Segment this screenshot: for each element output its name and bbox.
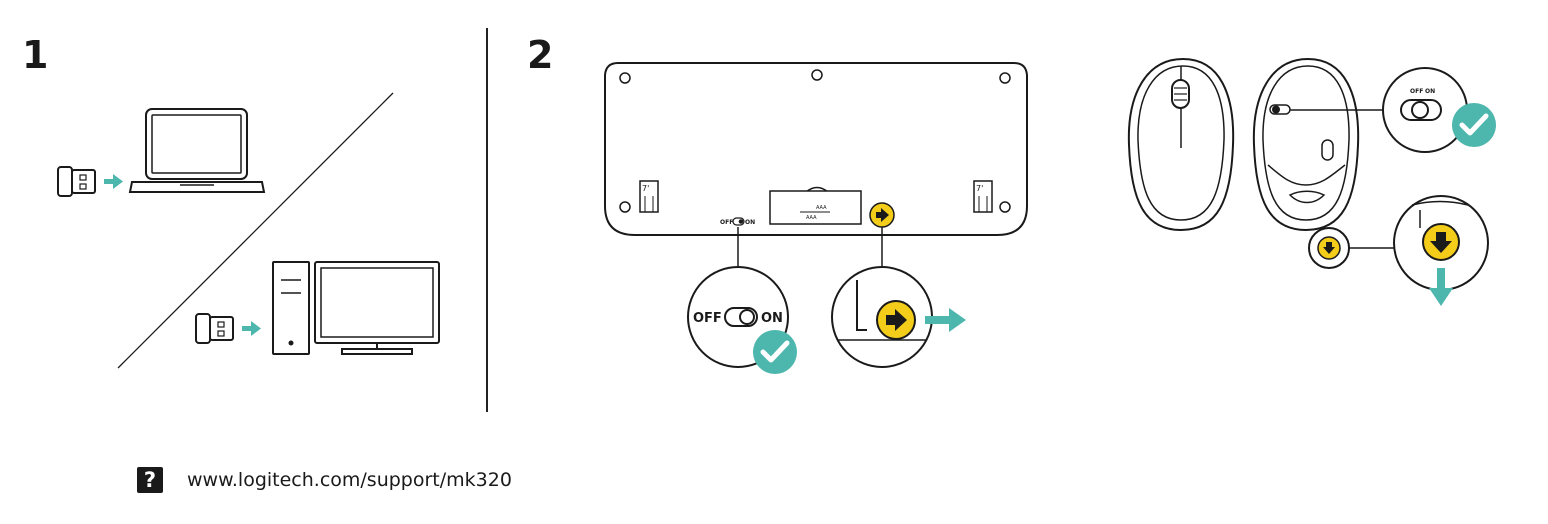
switch-on-label: ON (745, 219, 755, 226)
battery-tab-callout (832, 267, 932, 367)
release-arrow-badge (870, 203, 894, 227)
switch-off-label: OFF (1410, 88, 1423, 95)
usb-receiver-icon (58, 167, 95, 196)
support-link-row: ? www.logitech.com/support/mk320 (137, 467, 512, 493)
battery-label: 7' (976, 184, 983, 193)
keyboard-power-switch: OFF ON (720, 218, 755, 226)
monitor-icon (315, 262, 439, 354)
check-icon (753, 330, 797, 374)
mouse-switch-callout: OFF ON (1383, 68, 1467, 152)
check-icon (1452, 103, 1496, 147)
switch-off-label: OFF (693, 311, 722, 326)
battery-type-label: AAA (816, 205, 827, 211)
mouse-top-view (1129, 59, 1233, 230)
support-url[interactable]: www.logitech.com/support/mk320 (187, 469, 512, 491)
usb-receiver-icon (196, 314, 233, 343)
arrow-right-icon (242, 321, 261, 336)
switch-on-label: ON (1425, 88, 1435, 95)
arrow-right-icon (104, 174, 123, 189)
battery-label: 7' (642, 184, 649, 193)
laptop-icon (130, 109, 264, 192)
question-icon: ? (137, 467, 163, 493)
battery-type-label: AAA (806, 215, 817, 221)
switch-on-label: ON (761, 311, 783, 326)
desktop-tower-icon (273, 262, 309, 354)
battery-door-badge (1309, 228, 1349, 268)
mouse-bottom-view (1254, 59, 1358, 230)
switch-off-label: OFF (720, 219, 733, 226)
